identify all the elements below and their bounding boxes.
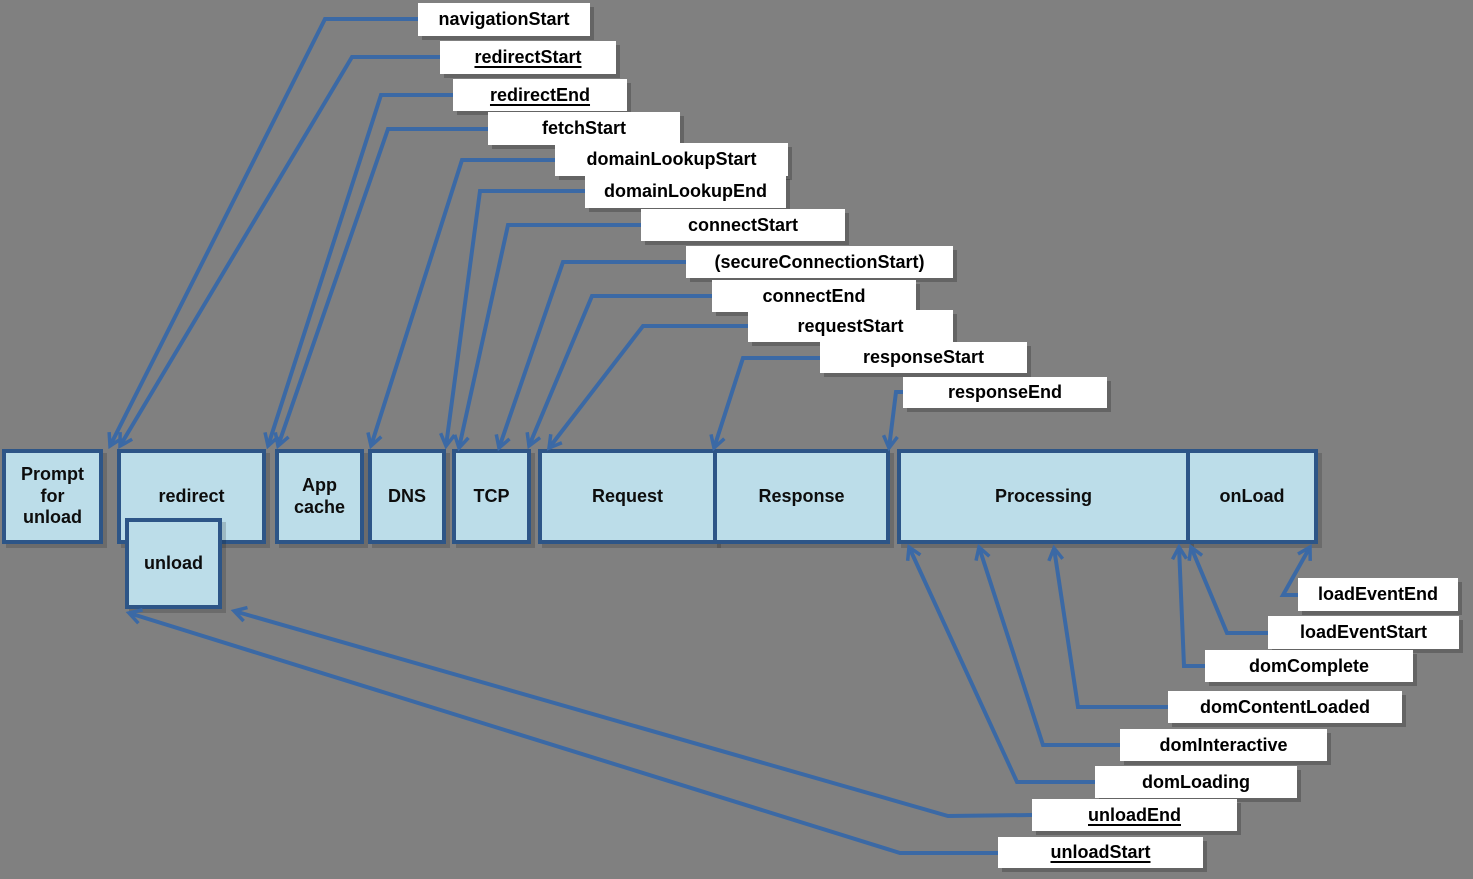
phase-label: TCP bbox=[473, 485, 510, 506]
event-label-responseStart: responseStart bbox=[820, 342, 1027, 373]
phase-box-onload: onLoad bbox=[1186, 449, 1318, 544]
event-label-domComplete: domComplete bbox=[1205, 650, 1413, 682]
phase-box-unload: unload bbox=[125, 518, 222, 609]
event-label-text: domainLookupEnd bbox=[604, 181, 767, 201]
connector-domContentLoaded bbox=[1047, 544, 1168, 709]
event-label-text: domInteractive bbox=[1159, 734, 1288, 755]
event-label-navigationStart: navigationStart bbox=[418, 3, 590, 36]
connector-unloadStart bbox=[125, 608, 998, 855]
event-label-text: navigationStart bbox=[438, 9, 570, 29]
event-label-responseEnd: responseEnd bbox=[903, 377, 1107, 408]
phase-label: unload bbox=[23, 507, 82, 528]
connector-requestStart bbox=[546, 324, 748, 451]
event-label-text: loadEventStart bbox=[1299, 622, 1428, 642]
event-label-secureConnectionStart: (secureConnectionStart) bbox=[686, 246, 953, 278]
event-label-domainLookupStart: domainLookupStart bbox=[555, 143, 788, 176]
event-label-redirectStart: redirectStart bbox=[440, 41, 616, 74]
event-label-text: responseStart bbox=[862, 347, 985, 367]
event-label-text: responseEnd bbox=[947, 382, 1063, 402]
connector-redirectEnd bbox=[263, 93, 453, 450]
event-label-redirectEnd: redirectEnd bbox=[453, 79, 627, 111]
event-label-loadEventEnd: loadEventEnd bbox=[1298, 578, 1458, 611]
event-label-text: domComplete bbox=[1248, 655, 1369, 676]
event-label-domainLookupEnd: domainLookupEnd bbox=[585, 175, 786, 208]
phase-label: Prompt bbox=[21, 464, 84, 485]
event-label-text: domainLookupStart bbox=[586, 149, 757, 169]
event-label-loadEventStart: loadEventStart bbox=[1268, 616, 1459, 649]
phase-box-response: Response bbox=[713, 449, 890, 544]
phase-label: redirect bbox=[158, 485, 225, 506]
event-label-text: (secureConnectionStart) bbox=[714, 251, 925, 272]
event-label-connectStart: connectStart bbox=[641, 209, 845, 241]
event-label-domContentLoaded: domContentLoaded bbox=[1168, 691, 1402, 723]
phase-label: unload bbox=[144, 552, 203, 573]
phase-box-request: Request bbox=[538, 449, 717, 544]
phase-box-dns: DNS bbox=[368, 449, 446, 544]
event-label-text: connectEnd bbox=[762, 285, 866, 306]
event-label-text: redirectStart bbox=[474, 47, 582, 67]
connector-domainLookupStart bbox=[366, 158, 555, 450]
connector-navigationStart bbox=[107, 17, 418, 450]
event-label-text: requestStart bbox=[797, 315, 904, 336]
connector-domComplete bbox=[1170, 543, 1205, 668]
connector-responseEnd bbox=[881, 390, 903, 452]
event-label-text: fetchStart bbox=[541, 118, 626, 138]
phase-box-processing: Processing bbox=[897, 449, 1190, 544]
connector-secureConnectionStart bbox=[494, 260, 686, 452]
phase-label: Processing bbox=[994, 485, 1093, 506]
connector-redirectStart bbox=[118, 55, 440, 449]
phase-box-tcp: TCP bbox=[452, 449, 531, 544]
connector-connectStart bbox=[453, 223, 641, 452]
event-label-fetchStart: fetchStart bbox=[488, 112, 680, 145]
connector-domInteractive bbox=[974, 543, 1120, 747]
connector-domLoading bbox=[905, 543, 1095, 784]
event-label-domLoading: domLoading bbox=[1095, 766, 1297, 798]
phase-label: App bbox=[302, 474, 337, 495]
connector-unloadEnd bbox=[230, 605, 1033, 819]
event-label-unloadStart: unloadStart bbox=[998, 837, 1203, 868]
event-label-unloadEnd: unloadEnd bbox=[1032, 799, 1237, 831]
connector-domainLookupEnd bbox=[439, 189, 585, 450]
event-label-text: domContentLoaded bbox=[1200, 696, 1370, 717]
event-label-connectEnd: connectEnd bbox=[712, 280, 916, 312]
event-label-domInteractive: domInteractive bbox=[1120, 729, 1327, 761]
event-label-text: connectStart bbox=[687, 214, 799, 235]
phase-label: cache bbox=[293, 496, 346, 517]
phase-label: for bbox=[40, 485, 65, 506]
event-label-text: redirectEnd bbox=[489, 84, 591, 105]
phase-label: Request bbox=[591, 485, 663, 506]
event-label-text: unloadEnd bbox=[1088, 804, 1181, 825]
phase-label: DNS bbox=[387, 485, 426, 506]
connector-responseStart bbox=[709, 356, 820, 452]
event-label-text: loadEventEnd bbox=[1317, 584, 1438, 604]
event-label-text: domLoading bbox=[1142, 771, 1250, 792]
connector-connectEnd bbox=[525, 294, 712, 450]
connector-fetchStart bbox=[273, 127, 488, 450]
phase-label: onLoad bbox=[1219, 485, 1285, 506]
phase-label: Response bbox=[758, 485, 845, 506]
event-label-requestStart: requestStart bbox=[748, 310, 953, 342]
connector-loadEventStart bbox=[1187, 543, 1268, 635]
event-label-text: unloadStart bbox=[1050, 842, 1151, 862]
